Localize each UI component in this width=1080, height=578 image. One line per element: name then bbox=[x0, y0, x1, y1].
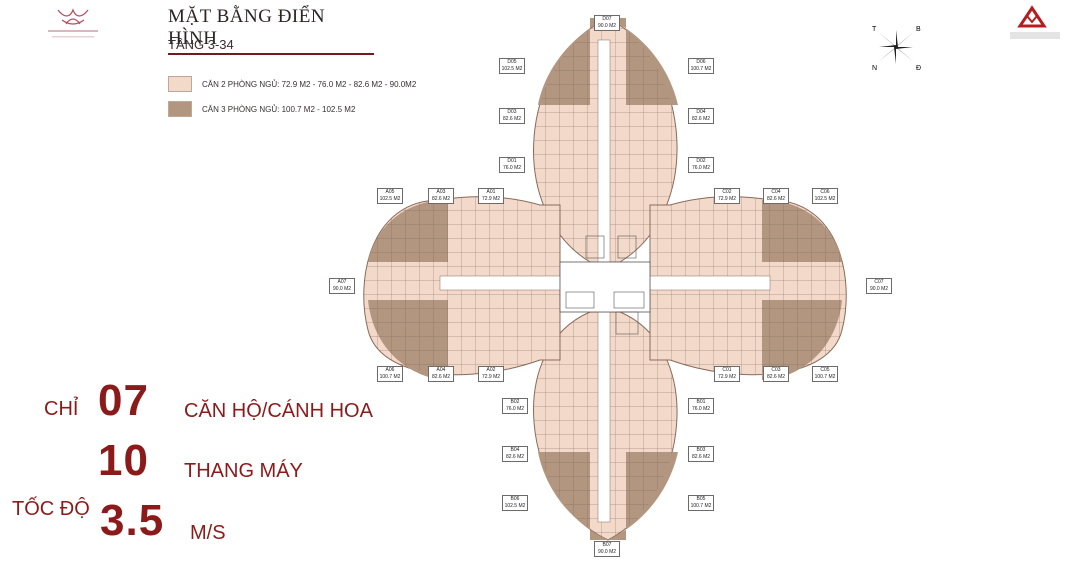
wing-b bbox=[533, 311, 678, 541]
developer-logo bbox=[48, 8, 98, 38]
legend-swatch-3br bbox=[168, 101, 192, 117]
legend-item-3br: CĂN 3 PHÒNG NGỦ: 100.7 M2 - 102.5 M2 bbox=[168, 101, 355, 117]
legend-label-3br: CĂN 3 PHÒNG NGỦ: 100.7 M2 - 102.5 M2 bbox=[202, 104, 356, 114]
wing-d bbox=[533, 17, 678, 263]
compass-label: Đ bbox=[916, 65, 921, 72]
elevators-suffix: THANG MÁY bbox=[184, 460, 303, 482]
building-core bbox=[559, 235, 651, 335]
apartments-prefix: CHỈ bbox=[44, 398, 79, 420]
floor-plan bbox=[363, 17, 847, 541]
legend-label-2br: CĂN 2 PHÒNG NGỦ: 72.9 M2 - 76.0 M2 - 82.… bbox=[202, 79, 417, 89]
apartments-suffix: CĂN HỘ/CÁNH HOA bbox=[184, 400, 373, 422]
compass-label: T bbox=[872, 26, 877, 33]
legend-swatch-2br bbox=[168, 76, 192, 92]
apartments-count: 07 bbox=[98, 376, 149, 425]
compass-label: N bbox=[872, 65, 877, 72]
speed-unit: M/S bbox=[190, 522, 226, 544]
wing-c bbox=[649, 196, 847, 380]
compass-icon: T B N Đ bbox=[872, 26, 921, 72]
compass-label: B bbox=[916, 26, 921, 33]
page-title: MẶT BẰNG ĐIỂN HÌNH bbox=[168, 6, 374, 55]
speed-prefix: TỐC ĐỘ bbox=[12, 498, 90, 520]
wing-a bbox=[363, 196, 561, 380]
elevators-count: 10 bbox=[98, 436, 149, 485]
brand-logo bbox=[1010, 5, 1060, 39]
speed-value: 3.5 bbox=[100, 496, 165, 545]
floor-range: TẦNG 3-34 bbox=[168, 37, 234, 52]
legend-item-2br: CĂN 2 PHÒNG NGỦ: 72.9 M2 - 76.0 M2 - 82.… bbox=[168, 76, 416, 92]
